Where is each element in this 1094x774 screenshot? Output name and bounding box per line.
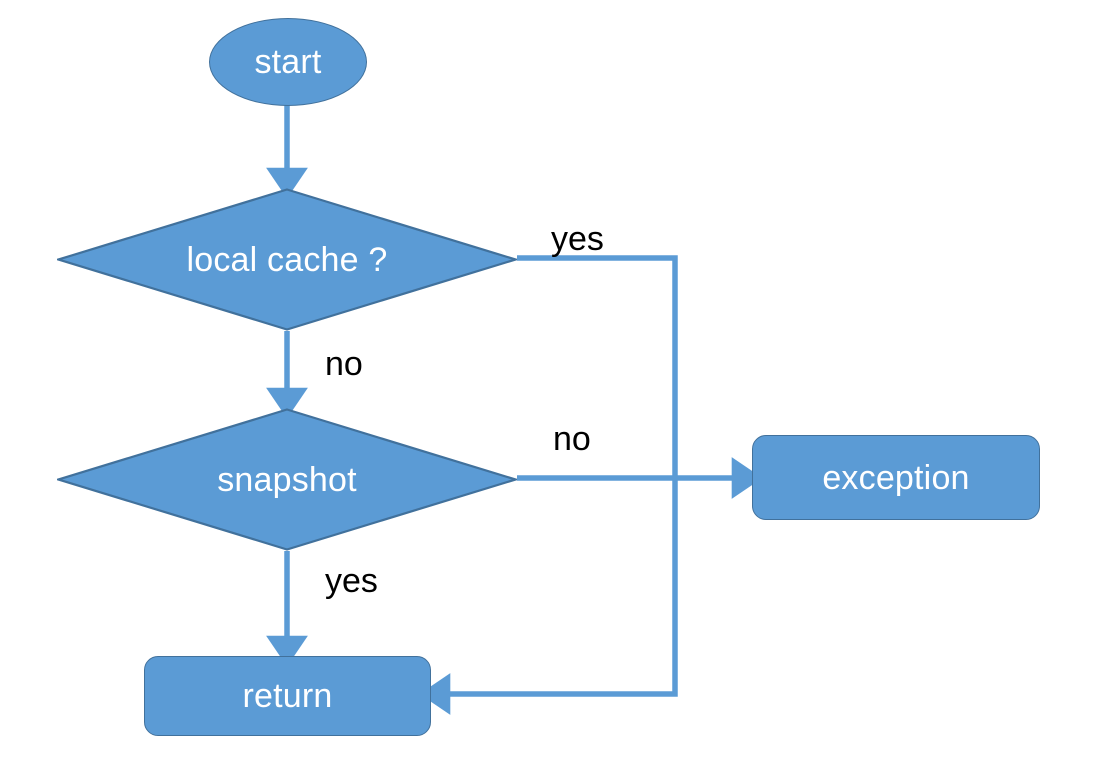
edge-label-cache-yes: yes (551, 220, 604, 258)
node-snapshot-label: snapshot (217, 460, 357, 499)
edge-label-snapshot-no: no (553, 420, 591, 458)
edge-label-snapshot-yes: yes (325, 562, 378, 600)
node-local-cache-decision[interactable]: local cache ? (57, 188, 517, 331)
node-start-label: start (254, 43, 322, 81)
node-return[interactable]: return (144, 656, 431, 736)
node-snapshot-decision[interactable]: snapshot (57, 408, 517, 551)
diamond-shape (57, 188, 517, 331)
node-exception[interactable]: exception (752, 435, 1040, 520)
node-start[interactable]: start (209, 18, 367, 106)
node-return-label: return (242, 677, 333, 715)
diamond-shape (57, 408, 517, 551)
node-local-cache-label: local cache ? (186, 240, 388, 279)
node-exception-label: exception (822, 458, 970, 497)
edge-label-cache-no: no (325, 345, 363, 383)
